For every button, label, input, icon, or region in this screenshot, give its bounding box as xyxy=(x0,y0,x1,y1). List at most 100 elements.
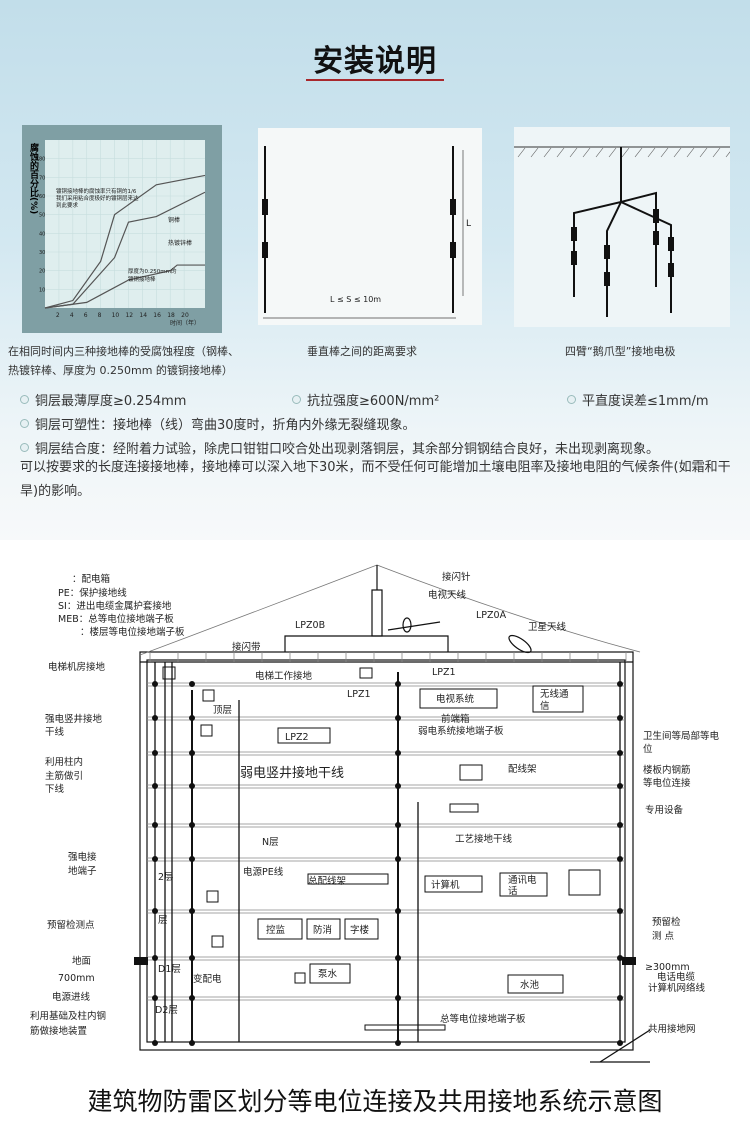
bond-node xyxy=(189,995,195,1001)
soil-hatch xyxy=(595,147,604,158)
bond-node xyxy=(395,1040,401,1046)
diagram-label: 接闪针 xyxy=(442,571,471,583)
diagram-label: LPZ0A xyxy=(476,610,507,621)
diagram-label: 卫星天线 xyxy=(528,621,567,633)
diagram-label: 电视系统 xyxy=(436,693,475,705)
bond-node xyxy=(189,750,195,756)
soil-hatch xyxy=(569,147,578,158)
diagram-label: PE：保护接地线 xyxy=(58,587,127,599)
diagram-label: 水池 xyxy=(520,979,540,991)
electrode-couplers xyxy=(571,209,674,286)
diagram-label: 电源PE线 xyxy=(243,866,284,878)
bullet-icon xyxy=(567,395,576,404)
soil-hatch xyxy=(686,147,695,158)
bond-node xyxy=(617,955,623,961)
soil-hatch xyxy=(725,151,730,158)
rod-spacing-figure: L L ≤ S ≤ 10m xyxy=(258,128,482,325)
x-tick-label: 12 xyxy=(125,312,133,319)
diagram-label: 话 xyxy=(508,885,518,897)
diagram-label: 层 xyxy=(158,915,168,926)
diagram-label: 接闪带 xyxy=(232,641,261,653)
diagram-label: 信 xyxy=(540,700,550,712)
diagram-label: 计算机 xyxy=(431,879,460,891)
y-tick-label: 40 xyxy=(39,231,45,237)
spec-text: 抗拉强度≥600N/mm² xyxy=(307,394,440,409)
risers xyxy=(154,662,651,1063)
diagram-label: 字楼 xyxy=(350,924,370,936)
bond-node xyxy=(617,783,623,789)
bond-node xyxy=(152,681,158,687)
bond-node xyxy=(152,1040,158,1046)
bullet-icon xyxy=(20,419,29,428)
equipment-boxes xyxy=(162,666,601,1031)
soil-hatch xyxy=(621,147,630,158)
diagram-label: 专用设备 xyxy=(645,804,684,816)
diagram-label: MEB：总等电位接地端子板 xyxy=(58,613,174,625)
electrode-arms xyxy=(573,147,672,317)
diagram-label: 等电位连接 xyxy=(643,777,691,789)
diagram-label: LPZ2 xyxy=(285,732,309,743)
diagram-label: 总配线架 xyxy=(308,875,347,887)
series-label-clad-1: 厚度为0.250mm的 xyxy=(128,267,177,275)
bond-node xyxy=(152,955,158,961)
diagram-label: SI：进出电缆金属护套接地 xyxy=(58,600,172,612)
diagram-label: 无线通 xyxy=(540,688,569,700)
diagram-label: 干线 xyxy=(45,726,65,738)
bond-node xyxy=(189,783,195,789)
soil-hatch xyxy=(517,147,526,158)
diagram-label: 700mm xyxy=(58,973,95,984)
diagram-label: 强电接 xyxy=(68,851,97,863)
series-label-clad-2: 镀铜接地棒 xyxy=(128,275,156,283)
y-tick-label: 10 xyxy=(39,287,45,293)
bond-node xyxy=(152,783,158,789)
diagram-label: ≥300mm xyxy=(645,962,690,973)
soil-hatch xyxy=(582,147,591,158)
diagram-label: 卫生间等局部等电 xyxy=(643,730,720,742)
soil-hatch xyxy=(530,147,539,158)
soil-hatch xyxy=(634,147,643,158)
soil-hatch xyxy=(543,147,552,158)
bond-node xyxy=(152,995,158,1001)
bullet-icon xyxy=(20,395,29,404)
diagram-label: D2层 xyxy=(155,1005,178,1016)
diagram-label: 预留检测点 xyxy=(47,919,95,931)
diagram-label: 电源进线 xyxy=(52,991,91,1003)
bond-node xyxy=(189,955,195,961)
spec-text: 平直度误差≤1mm/m xyxy=(582,394,709,409)
bond-node xyxy=(152,715,158,721)
soil-hatch xyxy=(608,147,617,158)
y-tick-label: 50 xyxy=(39,213,45,219)
chart-plot-area xyxy=(45,140,205,308)
diagram-label: 顶层 xyxy=(213,705,232,716)
bond-node xyxy=(395,715,401,721)
diagram-label: 控监 xyxy=(266,924,286,936)
bond-node xyxy=(189,822,195,828)
bond-node xyxy=(617,1040,623,1046)
caption-line: 在相同时间内三种接地棒的受腐蚀程度（钢棒、 xyxy=(8,345,239,358)
spec-bonding: 铜层结合度：经附着力试验，除虎口钳钳口咬合处出现剥落铜层，其余部分铜钢结合良好，… xyxy=(20,438,659,457)
soil-hatch xyxy=(647,147,656,158)
x-axis-label: 时间（年） xyxy=(170,319,200,327)
caption-line: 热镀锌棒、厚度为 0.250mm 的镀铜接地棒） xyxy=(8,364,233,377)
bond-node xyxy=(189,856,195,862)
figure-3-caption: 四臂“鹅爪型”接地电极 xyxy=(565,345,676,358)
y-tick-label: 80 xyxy=(39,157,45,163)
diagram-label: LPZ1 xyxy=(347,689,371,700)
spec-straightness: 平直度误差≤1mm/m xyxy=(567,390,709,409)
soil-hatch xyxy=(660,147,669,158)
x-tick-label: 14 xyxy=(139,312,147,319)
bond-node xyxy=(189,908,195,914)
bond-node xyxy=(189,715,195,721)
figure-2-caption: 垂直棒之间的距离要求 xyxy=(307,345,417,358)
diagram-label: 主筋做引 xyxy=(45,770,83,782)
diagram-caption: 建筑物防雷区划分等电位连接及共用接地系统示意图 xyxy=(87,1087,663,1116)
diagram-label: 工艺接地干线 xyxy=(455,833,513,845)
bond-node xyxy=(152,822,158,828)
diagram-label: 弱电系统接地端子板 xyxy=(418,725,504,737)
x-tick-label: 16 xyxy=(153,312,161,319)
series-line-0 xyxy=(44,174,206,309)
spec-text: 铜层最薄厚度≥0.254mm xyxy=(35,394,187,409)
spec-text: 铜层可塑性：接地棒（线）弯曲30度时，折角内外缘无裂缝现象。 xyxy=(35,418,416,433)
spacing-label: L ≤ S ≤ 10m xyxy=(330,295,381,304)
